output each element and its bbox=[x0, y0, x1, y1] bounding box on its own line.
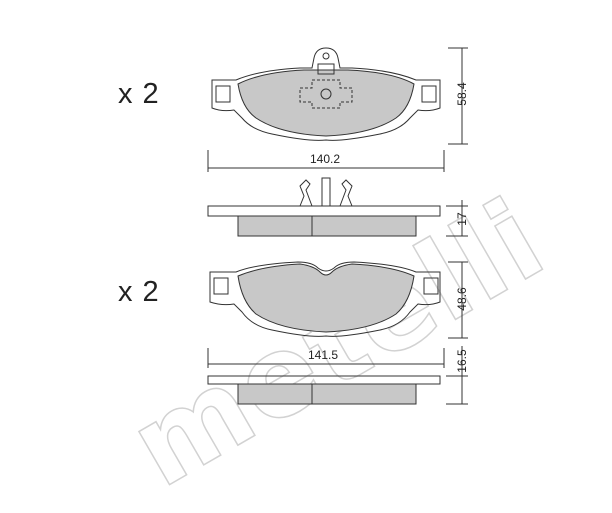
bottom-pad-backing-plate bbox=[209, 261, 441, 337]
bottom-pad-height-label: 48.6 bbox=[455, 287, 469, 311]
bottom-pad-height-dimension bbox=[448, 261, 468, 339]
top-pad-thickness-dimension bbox=[446, 200, 468, 237]
top-pad-quantity-label: x 2 bbox=[118, 78, 160, 110]
top-pad-sensor-clip bbox=[299, 63, 353, 109]
top-pad-height-label: 58.4 bbox=[455, 82, 469, 106]
bottom-pad-width-label: 141.5 bbox=[308, 348, 339, 362]
bottom-pad-thickness-dimension bbox=[446, 346, 468, 405]
bottom-pad-width-dimension bbox=[207, 348, 445, 368]
bottom-pad-thickness-label: 16.5 bbox=[455, 349, 469, 373]
technical-drawing bbox=[207, 47, 468, 405]
brake-pad-drawing: metelli bbox=[109, 47, 567, 513]
bottom-pad-quantity-label: x 2 bbox=[118, 276, 160, 308]
bottom-pad-side-view bbox=[207, 375, 441, 405]
top-pad-height-dimension bbox=[448, 47, 468, 145]
top-pad-width-dimension bbox=[207, 150, 445, 172]
bottom-pad-friction-material bbox=[237, 263, 415, 333]
top-pad-backing-plate bbox=[211, 47, 441, 141]
top-pad-side-view bbox=[207, 177, 441, 237]
top-pad-friction-material bbox=[237, 69, 415, 137]
top-pad-width-label: 140.2 bbox=[310, 152, 341, 166]
top-pad-thickness-label: 17 bbox=[455, 212, 469, 226]
